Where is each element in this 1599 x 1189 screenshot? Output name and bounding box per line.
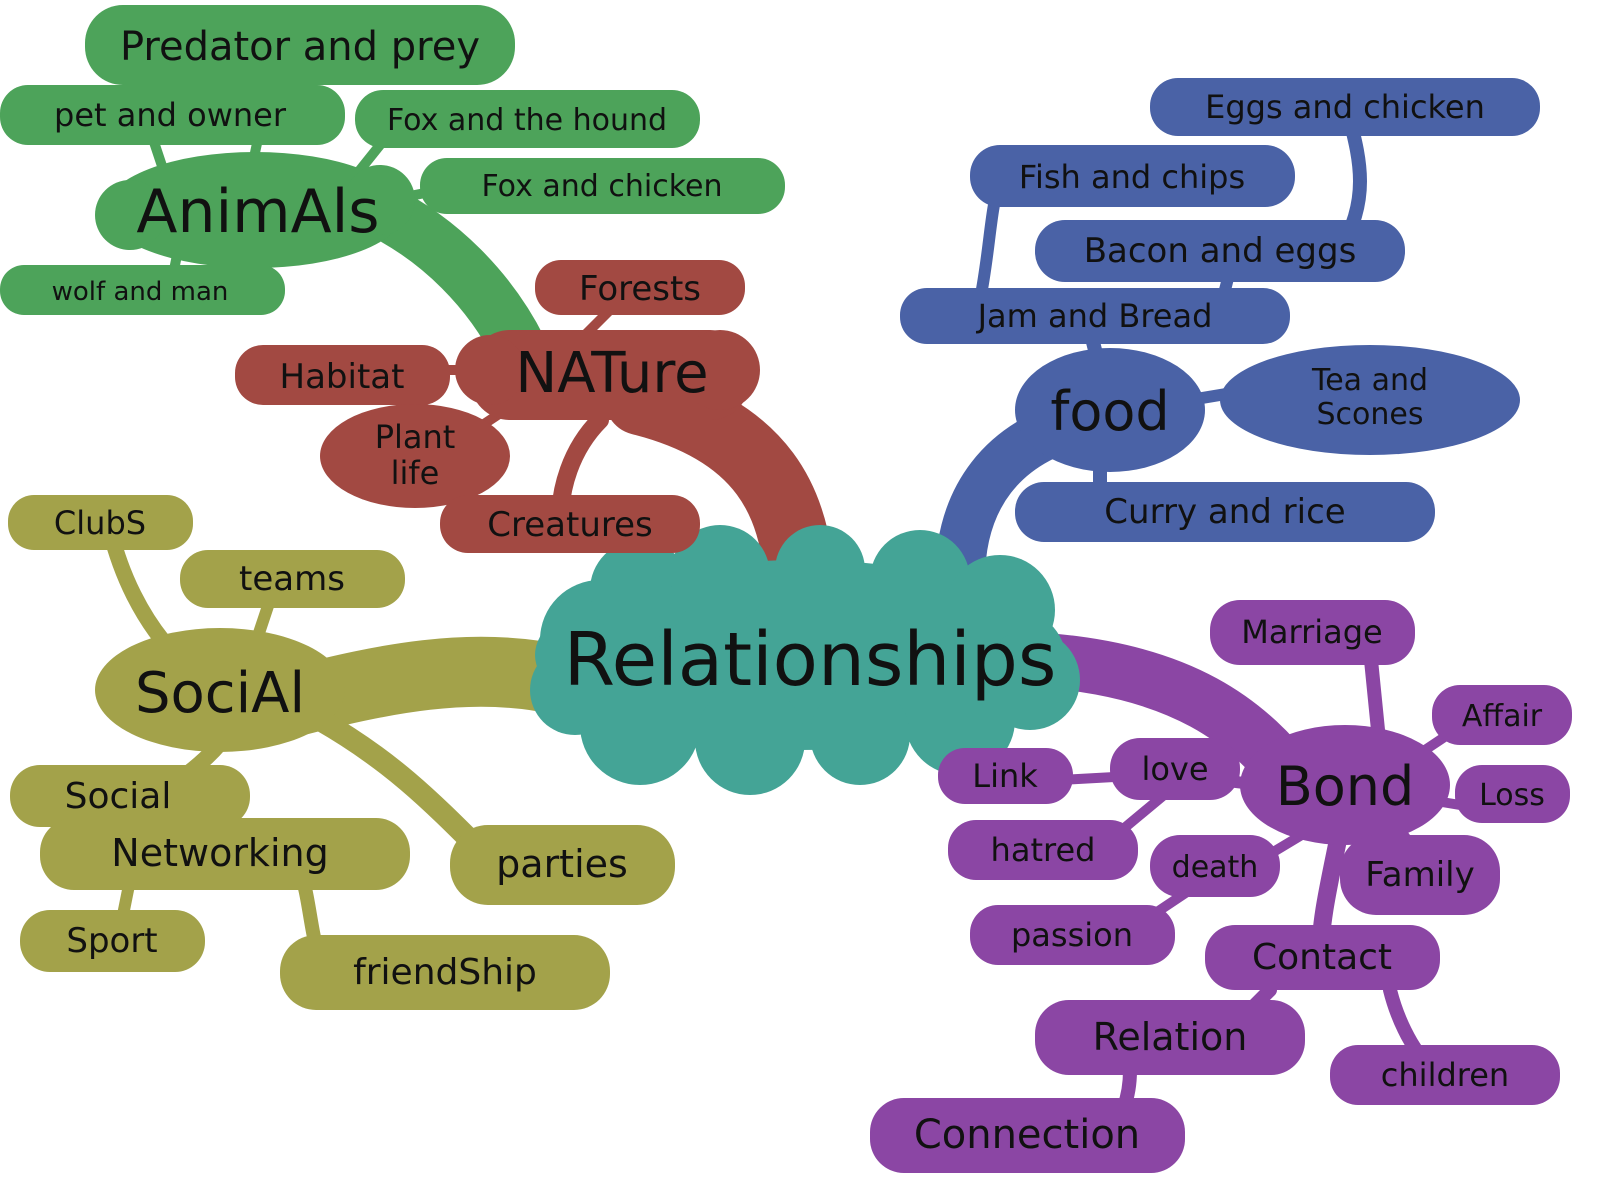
svg-text:Fish and chips: Fish and chips <box>1019 158 1245 196</box>
tea-text-line-1: Tea and <box>1311 363 1428 398</box>
node-curry-rice: Curry and rice <box>1015 482 1435 542</box>
node-animals: AnimAls <box>95 152 415 268</box>
svg-text:Family: Family <box>1365 855 1474 895</box>
svg-text:Forests: Forests <box>579 269 701 309</box>
svg-text:Networking: Networking <box>111 831 328 875</box>
node-teams: teams <box>180 550 405 608</box>
node-affair: Affair <box>1432 685 1572 745</box>
node-wolf-man: wolf and man <box>0 265 285 315</box>
svg-text:SociAl: SociAl <box>135 661 305 726</box>
svg-text:Social: Social <box>65 776 172 817</box>
svg-text:Fox and chicken: Fox and chicken <box>482 169 723 204</box>
svg-text:Curry and rice: Curry and rice <box>1104 492 1345 532</box>
svg-text:wolf and man: wolf and man <box>52 277 229 307</box>
svg-text:Loss: Loss <box>1479 778 1545 813</box>
svg-text:Marriage: Marriage <box>1241 613 1382 651</box>
node-eggs-chicken: Eggs and chicken <box>1150 78 1540 136</box>
node-habitat: Habitat <box>235 345 450 405</box>
svg-text:Sport: Sport <box>66 921 157 961</box>
plant-text-line-1: Plant <box>375 418 456 456</box>
node-hatred: hatred <box>948 820 1138 880</box>
svg-text:children: children <box>1381 1056 1509 1094</box>
node-forests: Forests <box>535 260 745 315</box>
node-link: Link <box>938 748 1073 804</box>
svg-text:parties: parties <box>496 842 628 886</box>
svg-text:Predator and prey: Predator and prey <box>120 24 480 70</box>
node-social-networking: Social Networking <box>10 765 410 890</box>
node-bacon-eggs: Bacon and eggs <box>1035 220 1405 282</box>
node-connection: Connection <box>870 1098 1185 1173</box>
svg-text:Fox and the hound: Fox and the hound <box>387 103 667 138</box>
node-nature: NATure <box>455 330 760 420</box>
connector-animals-nature <box>352 182 548 378</box>
connector-social-parties <box>309 709 491 861</box>
svg-text:love: love <box>1141 750 1208 788</box>
svg-text:AnimAls: AnimAls <box>136 177 379 247</box>
node-jam-bread: Jam and Bread <box>900 288 1290 344</box>
plant-text-line-2: life <box>391 454 440 492</box>
svg-text:NATure: NATure <box>515 341 708 406</box>
svg-text:Jam and Bread: Jam and Bread <box>976 297 1213 335</box>
svg-text:Link: Link <box>972 757 1038 795</box>
svg-text:passion: passion <box>1011 916 1133 954</box>
node-relation: Relation <box>1035 1000 1305 1075</box>
svg-text:Creatures: Creatures <box>487 505 652 545</box>
node-fox-chicken: Fox and chicken <box>420 158 785 214</box>
svg-text:teams: teams <box>239 559 345 599</box>
node-death: death <box>1150 835 1280 897</box>
svg-text:Habitat: Habitat <box>280 357 405 397</box>
svg-text:ClubS: ClubS <box>54 504 146 542</box>
node-bond: Bond <box>1240 725 1450 845</box>
node-creatures: Creatures <box>440 495 700 553</box>
node-sport: Sport <box>20 910 205 972</box>
node-loss: Loss <box>1455 765 1570 823</box>
node-clubs: ClubS <box>8 495 193 550</box>
node-contact: Contact <box>1205 925 1440 990</box>
svg-text:Connection: Connection <box>914 1112 1140 1158</box>
node-fish-chips: Fish and chips <box>970 145 1295 207</box>
node-parties: parties <box>450 825 675 905</box>
svg-text:death: death <box>1172 850 1259 885</box>
center-label: Relationships <box>564 617 1057 703</box>
node-marriage: Marriage <box>1210 600 1415 665</box>
node-passion: passion <box>970 905 1175 965</box>
node-family: Family <box>1340 835 1500 915</box>
center-node: Relationships <box>530 525 1080 795</box>
node-children: children <box>1330 1045 1560 1105</box>
svg-text:pet and owner: pet and owner <box>54 96 287 134</box>
svg-text:Bond: Bond <box>1276 755 1415 818</box>
svg-text:Contact: Contact <box>1252 937 1392 978</box>
tea-text-line-2: Scones <box>1317 397 1424 432</box>
node-fox-hound: Fox and the hound <box>355 90 700 148</box>
svg-text:Eggs and chicken: Eggs and chicken <box>1205 88 1485 126</box>
node-predator-prey: Predator and prey <box>85 5 515 85</box>
svg-text:friendShip: friendShip <box>353 952 537 993</box>
node-social: SociAl <box>95 628 345 752</box>
node-pet-owner: pet and owner <box>0 85 345 145</box>
svg-text:Relation: Relation <box>1093 1015 1248 1059</box>
svg-text:food: food <box>1050 380 1169 443</box>
node-food: food <box>1015 348 1205 472</box>
node-love: love <box>1110 738 1240 800</box>
svg-text:hatred: hatred <box>991 831 1096 869</box>
node-friendship: friendShip <box>280 935 610 1010</box>
svg-text:Affair: Affair <box>1462 699 1543 734</box>
svg-text:Bacon and eggs: Bacon and eggs <box>1084 231 1357 271</box>
